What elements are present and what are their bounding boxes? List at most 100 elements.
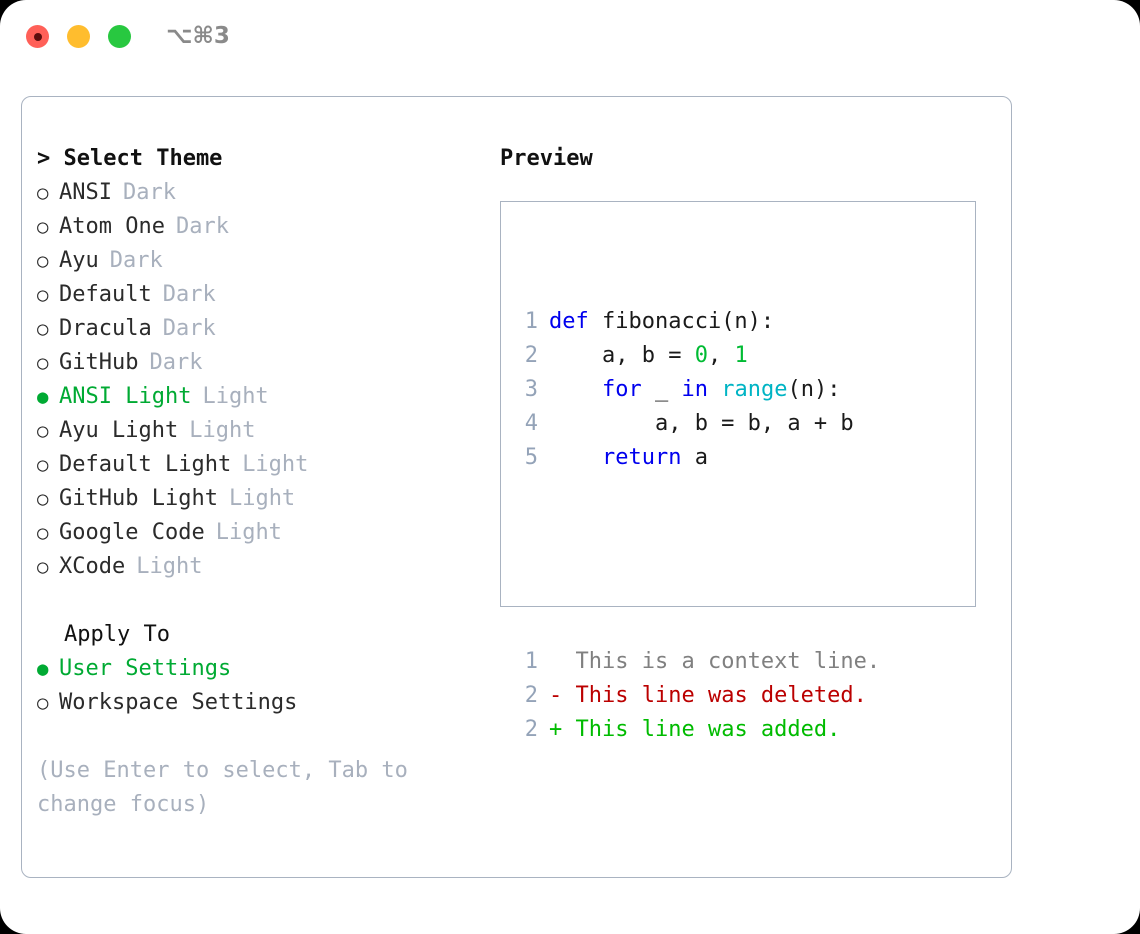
theme-option-tag: Light xyxy=(189,418,256,443)
theme-option-tag: Light xyxy=(228,486,296,511)
code-line-number: 3 xyxy=(524,377,538,402)
code-line-content: return a xyxy=(549,441,708,475)
code-token-txt: a, b = xyxy=(549,343,695,368)
theme-option-xcode[interactable]: ○ XCode Light xyxy=(37,550,497,584)
theme-option-label: Default xyxy=(59,282,152,307)
theme-option-atom-one[interactable]: ○ Atom One Dark xyxy=(37,210,497,244)
theme-option-dracula[interactable]: ○ Dracula Dark xyxy=(37,312,497,346)
theme-option-label: Google Code xyxy=(59,520,205,545)
theme-option-tag: Dark xyxy=(162,316,216,341)
diff-sample: 1 This is a context line. 2- This line wa… xyxy=(514,645,880,747)
apply-to-option-workspace-settings[interactable]: ○ Workspace Settings xyxy=(37,686,497,720)
code-line-content: for _ in range(n): xyxy=(549,373,840,407)
diff-line-number: 1 xyxy=(524,649,538,674)
radio-unselected-icon: ○ xyxy=(37,454,49,476)
theme-option-label: GitHub xyxy=(59,350,139,375)
theme-selector-heading: > Select Theme xyxy=(37,146,223,171)
theme-option-label: Dracula xyxy=(59,316,152,341)
radio-unselected-icon: ○ xyxy=(37,216,49,238)
diff-marker xyxy=(549,645,576,679)
theme-option-tag: Dark xyxy=(149,350,203,375)
keyboard-shortcut-label: ⌥⌘3 xyxy=(166,23,230,49)
window-controls xyxy=(26,25,131,48)
code-line-content: a, b = 0, 1 xyxy=(549,339,748,373)
theme-option-ayu-light[interactable]: ○ Ayu Light Light xyxy=(37,414,497,448)
theme-option-label: Ayu Light xyxy=(59,418,179,443)
radio-unselected-icon: ○ xyxy=(37,556,49,578)
diff-line-text: This line was added. xyxy=(575,717,841,742)
theme-option-tag: Dark xyxy=(162,282,216,307)
theme-option-tag: Dark xyxy=(175,214,229,239)
code-line: 1 def fibonacci(n): xyxy=(514,305,880,339)
theme-option-label: ANSI xyxy=(59,180,112,205)
theme-option-tag: Light xyxy=(242,452,309,477)
code-diff-gap xyxy=(514,543,880,577)
code-line-number: 1 xyxy=(524,309,538,334)
theme-option-github[interactable]: ○ GitHub Dark xyxy=(37,346,497,380)
apply-to-option-label: User Settings xyxy=(59,656,232,681)
apply-to-option-user-settings[interactable]: ● User Settings xyxy=(37,652,497,686)
theme-option-label: XCode xyxy=(59,554,126,579)
diff-line-ctx: 1 This is a context line. xyxy=(514,645,880,679)
diff-line-text: This line was deleted. xyxy=(575,683,867,708)
apply-to-option-list: ● User Settings ○ Workspace Settings xyxy=(37,652,497,720)
code-line-content: def fibonacci(n): xyxy=(549,305,774,339)
radio-unselected-icon: ○ xyxy=(37,318,49,340)
hint-spacer xyxy=(37,720,497,754)
apply-to-option-label: Workspace Settings xyxy=(59,690,298,715)
theme-option-tag: Light xyxy=(136,554,203,579)
code-token-kw: for xyxy=(601,377,642,402)
theme-option-label: GitHub Light xyxy=(59,486,218,511)
code-line-number: 5 xyxy=(524,445,538,470)
preview-heading: Preview xyxy=(500,146,593,171)
theme-option-label: Atom One xyxy=(59,214,165,239)
radio-unselected-icon: ○ xyxy=(37,420,49,442)
section-spacer xyxy=(37,584,497,618)
diff-line-number: 2 xyxy=(524,683,538,708)
diff-marker: - xyxy=(549,683,576,708)
code-token-txt: fibonacci(n): xyxy=(601,309,775,334)
minimize-button[interactable] xyxy=(67,25,90,48)
window-titlebar: ⌥⌘3 xyxy=(0,0,1140,78)
code-token-txt: (n): xyxy=(787,377,841,402)
radio-unselected-icon: ○ xyxy=(37,352,49,374)
theme-option-tag: Light xyxy=(215,520,282,545)
theme-option-google-code[interactable]: ○ Google Code Light xyxy=(37,516,497,550)
code-token-num: 1 xyxy=(734,343,748,368)
radio-unselected-icon: ○ xyxy=(37,692,49,714)
code-line: 2 a, b = 0, 1 xyxy=(514,339,880,373)
code-token-kw: in xyxy=(681,377,708,402)
apply-to-heading: Apply To xyxy=(64,622,170,647)
maximize-button[interactable] xyxy=(108,25,131,48)
code-token-txt xyxy=(549,377,602,402)
theme-option-tag: Dark xyxy=(109,248,163,273)
theme-option-tag: Light xyxy=(202,384,269,409)
theme-option-default[interactable]: ○ Default Dark xyxy=(37,278,497,312)
code-token-kw: return xyxy=(601,445,682,470)
code-token-txt: a xyxy=(681,445,708,470)
code-token-num: 0 xyxy=(694,343,708,368)
close-button[interactable] xyxy=(26,25,49,48)
radio-unselected-icon: ○ xyxy=(37,522,49,544)
keyboard-hint-text: (Use Enter to select, Tab to change focu… xyxy=(37,758,422,817)
radio-unselected-icon: ○ xyxy=(37,284,49,306)
code-token-kw: def xyxy=(549,309,602,334)
code-token-txt xyxy=(708,377,721,402)
radio-unselected-icon: ○ xyxy=(37,182,49,204)
code-line-number: 2 xyxy=(524,343,538,368)
theme-option-label: ANSI Light xyxy=(59,384,192,409)
diff-line-add: 2+ This line was added. xyxy=(514,713,880,747)
code-token-txt xyxy=(549,445,602,470)
code-line-number: 4 xyxy=(524,411,538,436)
radio-selected-icon: ● xyxy=(37,658,49,680)
